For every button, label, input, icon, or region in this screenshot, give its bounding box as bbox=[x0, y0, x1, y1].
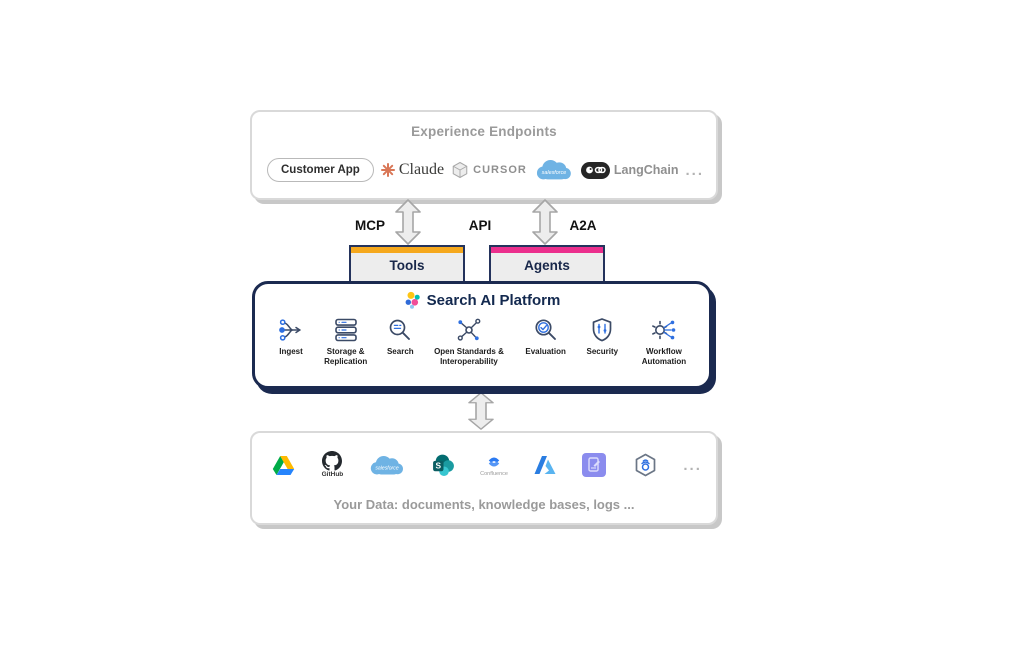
a2a-double-arrow-icon bbox=[532, 199, 558, 245]
agents-label: Agents bbox=[524, 258, 570, 273]
ingest-merge-arrow-icon bbox=[279, 319, 302, 341]
langchain-parrot-link-icon bbox=[580, 161, 610, 179]
github-logo: GitHub bbox=[321, 451, 344, 479]
salesforce-wordmark: salesforce bbox=[375, 465, 399, 471]
claude-wordmark: Claude bbox=[398, 161, 445, 178]
sharepoint-icon: S bbox=[432, 454, 454, 476]
data-ellipsis-icon: ... bbox=[683, 456, 702, 474]
elastic-cluster-icon bbox=[405, 291, 420, 309]
feature-security: Security bbox=[576, 317, 628, 357]
feature-label: Workflow Automation bbox=[641, 347, 687, 367]
confluence-icon bbox=[488, 457, 500, 467]
network-nodes-icon bbox=[457, 318, 481, 341]
langchain-wordmark: LangChain bbox=[613, 163, 679, 177]
magnifier-list-icon bbox=[389, 319, 411, 340]
experience-endpoints-box: Experience Endpoints Customer App Claude bbox=[250, 110, 718, 200]
a2a-label: A2A bbox=[569, 218, 597, 233]
salesforce-cloud-icon: salesforce bbox=[536, 160, 571, 180]
salesforce-wordmark: salesforce bbox=[542, 170, 567, 176]
agents-box: Agents bbox=[489, 245, 605, 283]
claude-logo: Claude bbox=[380, 161, 445, 179]
feature-open-standards: Open Standards & Interoperability bbox=[423, 317, 515, 368]
feature-label: Security bbox=[586, 347, 619, 356]
agents-accent-bar bbox=[491, 247, 603, 253]
claude-starburst-icon bbox=[380, 163, 395, 177]
feature-storage-replication: Storage & Replication bbox=[314, 317, 378, 368]
feature-workflow-automation: Workflow Automation bbox=[629, 317, 699, 368]
magnifier-check-icon bbox=[535, 319, 556, 340]
github-label: GitHub bbox=[321, 471, 344, 479]
feature-evaluation: Evaluation bbox=[516, 317, 576, 357]
confluence-logo: Confluence bbox=[480, 453, 508, 478]
mcp-double-arrow-icon bbox=[395, 199, 421, 245]
cursor-wordmark: CURSOR bbox=[473, 164, 527, 176]
server-stack-icon bbox=[334, 318, 357, 342]
gear-flow-icon bbox=[652, 320, 676, 340]
customer-app-badge: Customer App bbox=[267, 158, 374, 182]
salesforce-logo: salesforce bbox=[534, 157, 574, 183]
tools-label: Tools bbox=[389, 258, 425, 273]
search-ai-platform-box: Search AI Platform Ingest bbox=[252, 281, 712, 389]
endpoints-ellipsis-icon: ... bbox=[685, 161, 704, 179]
feature-label: Search bbox=[386, 347, 414, 356]
salesforce-cloud-icon: salesforce bbox=[370, 455, 403, 474]
feature-label: Storage & Replication bbox=[324, 347, 368, 367]
feature-search: Search bbox=[378, 317, 422, 357]
cursor-cube-icon bbox=[452, 161, 468, 179]
azure-icon bbox=[534, 456, 556, 474]
platform-title: Search AI Platform bbox=[426, 292, 561, 309]
feature-ingest: Ingest bbox=[269, 317, 313, 357]
your-data-box: GitHub salesforce S bbox=[250, 431, 718, 525]
tools-accent-bar bbox=[351, 247, 463, 253]
svg-text:S: S bbox=[435, 460, 441, 470]
feature-label: Evaluation bbox=[525, 347, 566, 356]
your-data-caption: Your Data: documents, knowledge bases, l… bbox=[333, 497, 635, 512]
feature-label: Open Standards & Interoperability bbox=[434, 347, 504, 367]
endpoints-logo-row: Customer App Claude CURSOR bbox=[267, 152, 704, 188]
hexagon-stream-icon bbox=[635, 453, 656, 477]
google-drive-icon bbox=[272, 456, 295, 475]
cursor-logo: CURSOR bbox=[451, 161, 527, 179]
feature-label: Ingest bbox=[279, 347, 303, 356]
api-label: API bbox=[468, 218, 492, 233]
confluence-label: Confluence bbox=[480, 470, 508, 477]
platform-title-row: Search AI Platform bbox=[255, 291, 709, 310]
mcp-label: MCP bbox=[355, 218, 385, 233]
langchain-logo: LangChain bbox=[580, 161, 679, 179]
data-double-arrow-icon bbox=[468, 392, 494, 430]
github-octocat-icon bbox=[322, 451, 343, 471]
data-sources-row: GitHub salesforce S bbox=[270, 445, 702, 485]
platform-feature-row: Ingest Storage & Replication bbox=[269, 317, 699, 368]
purple-doc-service-icon bbox=[582, 453, 607, 477]
shield-sliders-icon bbox=[592, 318, 612, 342]
tools-box: Tools bbox=[349, 245, 465, 283]
experience-endpoints-title: Experience Endpoints bbox=[411, 124, 557, 139]
